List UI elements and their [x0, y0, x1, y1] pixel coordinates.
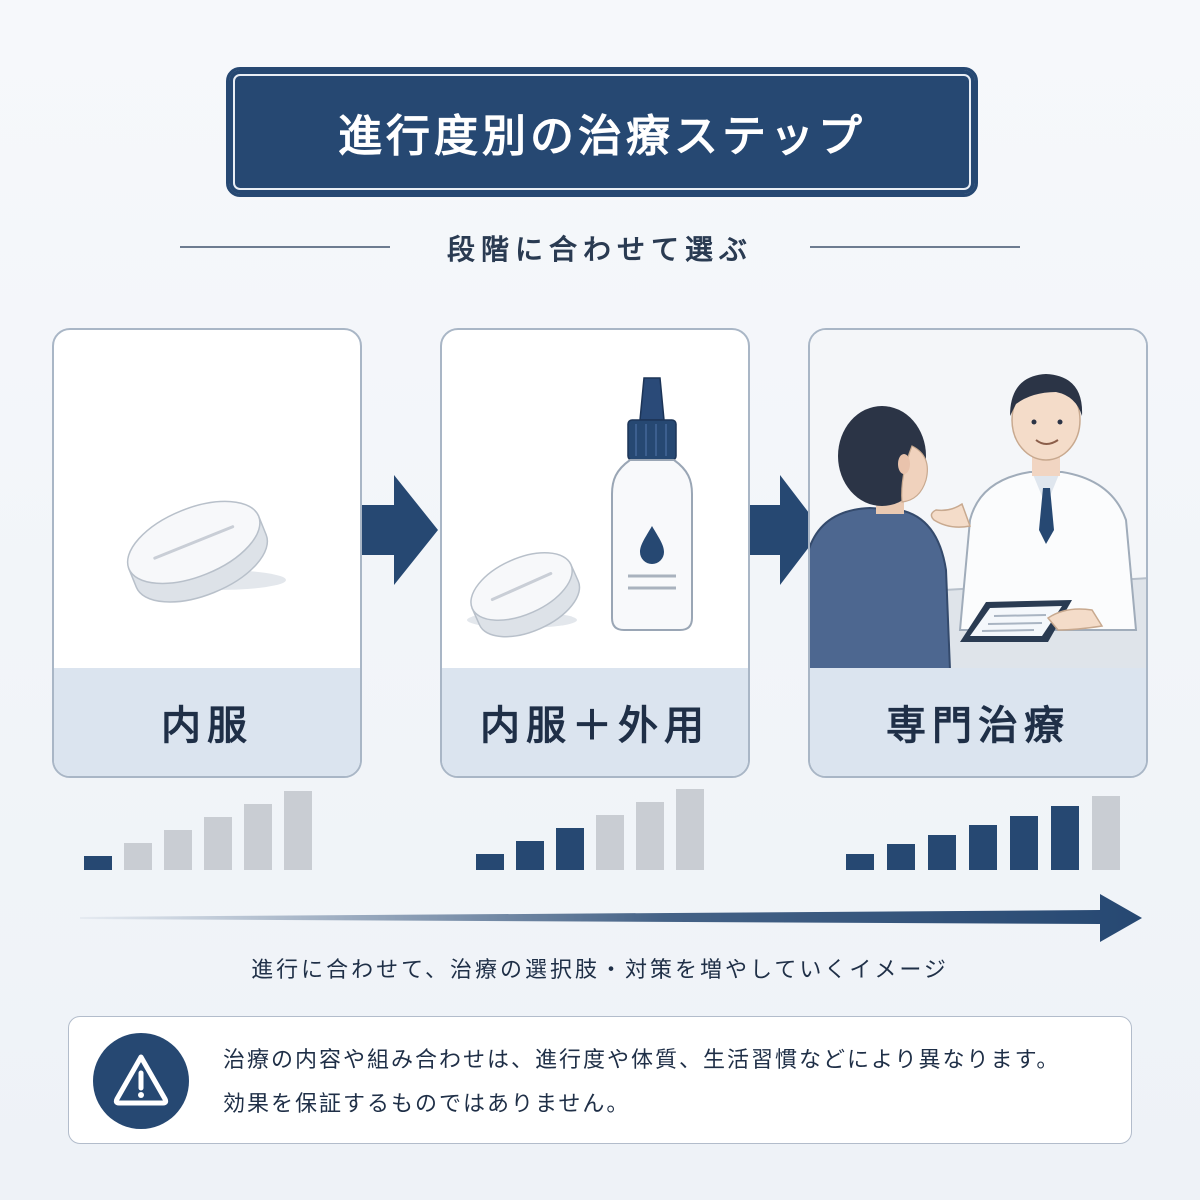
- intensity-bar: [636, 802, 664, 870]
- step-card-specialist: 専門治療: [808, 328, 1148, 778]
- progression-caption: 進行に合わせて、治療の選択肢・対策を増やしていくイメージ: [251, 958, 949, 983]
- clipboard-tablet-icon: [960, 600, 1104, 642]
- progression-arrow: [80, 894, 1142, 942]
- step-card-oral: 内服: [52, 328, 362, 778]
- tablet-illustration: [54, 330, 360, 670]
- intensity-bar: [164, 830, 192, 870]
- intensity-bar: [476, 854, 504, 870]
- intensity-bar: [244, 804, 272, 870]
- intensity-bar: [1092, 796, 1120, 870]
- step-label-oral-topical: 内服＋外用: [480, 703, 710, 749]
- intensity-bar: [124, 843, 152, 870]
- step-label-oral-area: 内服: [54, 668, 360, 776]
- doctor-icon: [930, 374, 1138, 631]
- tablet-and-bottle-illustration: [442, 330, 748, 670]
- intensity-bar: [84, 856, 112, 870]
- title-banner: 進行度別の治療ステップ: [226, 67, 978, 197]
- intensity-bar: [284, 791, 312, 870]
- step-arrow-1: [362, 475, 438, 585]
- intensity-bar: [596, 815, 624, 870]
- consultation-illustration: [810, 330, 1146, 671]
- intensity-bar: [1051, 806, 1079, 870]
- subtitle: 段階に合わせて選ぶ: [446, 233, 753, 266]
- tablet-icon: [126, 500, 286, 603]
- intensity-bar: [556, 828, 584, 870]
- step-arrow-2: [750, 475, 822, 585]
- step-label-specialist: 専門治療: [886, 703, 1070, 749]
- intensity-bar: [887, 844, 915, 870]
- intensity-bar: [928, 834, 956, 870]
- intensity-bar: [676, 789, 704, 870]
- patient-icon: [810, 406, 952, 671]
- step-label-specialist-area: 専門治療: [810, 668, 1146, 776]
- intensity-bar: [516, 841, 544, 870]
- intensity-bar: [204, 817, 232, 870]
- subtitle-row: 段階に合わせて選ぶ: [180, 222, 1020, 272]
- step-label-oral-topical-area: 内服＋外用: [442, 668, 748, 776]
- step-card-oral-topical: 内服＋外用: [440, 328, 750, 778]
- disclaimer-line-1: 治療の内容や組み合わせは、進行度や体質、生活習慣などにより異なります。: [223, 1048, 1061, 1073]
- page-title: 進行度別の治療ステップ: [338, 111, 866, 162]
- disclaimer-text: 治療の内容や組み合わせは、進行度や体質、生活習慣などにより異なります。 効果を保…: [223, 1039, 1060, 1127]
- disclaimer-box: 治療の内容や組み合わせは、進行度や体質、生活習慣などにより異なります。 効果を保…: [68, 1016, 1132, 1144]
- tablet-icon: [467, 552, 581, 638]
- disclaimer-line-2: 効果を保証するものではありません。: [223, 1092, 631, 1117]
- subtitle-divider-left: [180, 246, 390, 248]
- intensity-bar: [969, 825, 997, 870]
- intensity-bar: [846, 854, 874, 870]
- warning-icon: [93, 1033, 189, 1129]
- dropper-bottle-icon: [611, 377, 693, 631]
- intensity-bar: [1010, 815, 1038, 870]
- subtitle-divider-right: [810, 246, 1020, 248]
- step-label-oral: 内服: [161, 703, 253, 749]
